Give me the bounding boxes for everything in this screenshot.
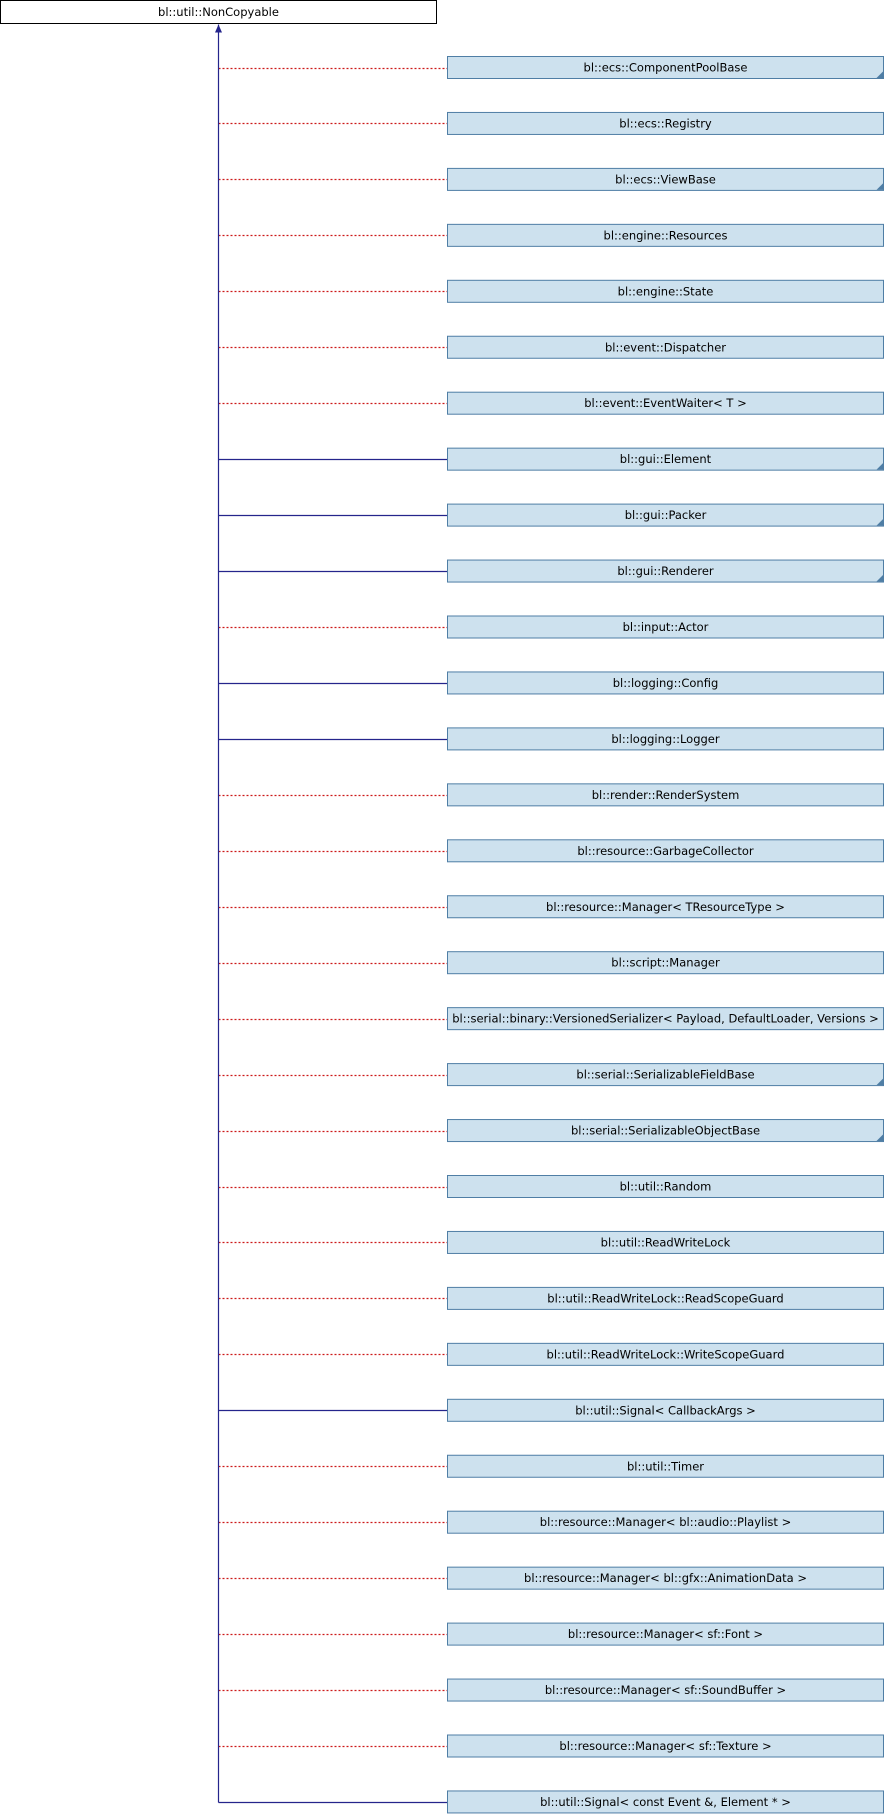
derived-class-label: bl::ecs::ComponentPoolBase [584,61,748,75]
derived-class-node[interactable]: bl::event::Dispatcher [447,335,884,359]
derived-class-label: bl::util::Signal< const Event &, Element… [540,1795,791,1809]
derived-class-label: bl::util::Timer [627,1459,704,1473]
derived-class-node[interactable]: bl::serial::binary::VersionedSerializer<… [447,1007,884,1031]
derived-class-label: bl::resource::Manager< sf::SoundBuffer > [545,1683,786,1697]
derived-class-label: bl::util::Signal< CallbackArgs > [575,1403,756,1417]
derived-class-label: bl::util::ReadWriteLock::ReadScopeGuard [547,1291,783,1305]
derived-class-node[interactable]: bl::util::Signal< const Event &, Element… [447,1790,884,1814]
derived-class-node[interactable]: bl::resource::Manager< sf::Texture > [447,1734,884,1758]
more-subclasses-marker [876,71,883,78]
derived-class-node[interactable]: bl::serial::SerializableFieldBase [447,1063,884,1087]
derived-class-node[interactable]: bl::engine::State [447,279,884,303]
derived-class-label: bl::script::Manager [611,956,720,970]
derived-class-label: bl::gui::Packer [625,508,707,522]
derived-class-label: bl::render::RenderSystem [592,788,740,802]
derived-class-node[interactable]: bl::util::ReadWriteLock [447,1230,884,1254]
derived-class-node[interactable]: bl::resource::GarbageCollector [447,839,884,863]
derived-class-label: bl::serial::SerializableFieldBase [576,1068,754,1082]
derived-class-label: bl::serial::SerializableObjectBase [571,1124,760,1138]
derived-class-node[interactable]: bl::ecs::Registry [447,111,884,135]
derived-class-label: bl::event::Dispatcher [605,340,726,354]
derived-class-label: bl::resource::Manager< bl::gfx::Animatio… [524,1571,807,1585]
derived-class-label: bl::engine::Resources [604,228,728,242]
derived-class-node[interactable]: bl::logging::Logger [447,727,884,751]
derived-class-node[interactable]: bl::util::ReadWriteLock::ReadScopeGuard [447,1286,884,1310]
derived-class-label: bl::ecs::ViewBase [615,172,716,186]
derived-class-node[interactable]: bl::resource::Manager< bl::gfx::Animatio… [447,1566,884,1590]
derived-class-node[interactable]: bl::event::EventWaiter< T > [447,391,884,415]
derived-class-node[interactable]: bl::resource::Manager< bl::audio::Playli… [447,1510,884,1534]
more-subclasses-marker [876,463,883,470]
derived-class-label: bl::resource::Manager< sf::Font > [568,1627,763,1641]
derived-class-label: bl::gui::Element [620,452,712,466]
derived-class-node[interactable]: bl::util::ReadWriteLock::WriteScopeGuard [447,1342,884,1366]
derived-class-label: bl::util::ReadWriteLock::WriteScopeGuard [547,1347,785,1361]
derived-class-label: bl::logging::Config [613,676,719,690]
derived-class-node[interactable]: bl::render::RenderSystem [447,783,884,807]
base-class-label: bl::util::NonCopyable [158,5,279,19]
derived-nodes-layer: bl::ecs::ComponentPoolBasebl::ecs::Regis… [447,56,884,1814]
derived-class-node[interactable]: bl::resource::Manager< sf::Font > [447,1622,884,1646]
derived-class-label: bl::serial::binary::VersionedSerializer<… [452,1012,878,1026]
more-subclasses-marker [876,519,883,526]
derived-class-label: bl::resource::GarbageCollector [577,844,754,858]
edges-layer [218,67,448,1804]
derived-class-node[interactable]: bl::logging::Config [447,671,884,695]
more-subclasses-marker [876,1078,883,1086]
derived-class-label: bl::ecs::Registry [619,116,712,130]
derived-class-node[interactable]: bl::gui::Element [447,447,884,471]
derived-class-node[interactable]: bl::util::Signal< CallbackArgs > [447,1398,884,1422]
derived-class-label: bl::input::Actor [623,620,709,634]
derived-class-node[interactable]: bl::gui::Renderer [447,559,884,583]
derived-class-node[interactable]: bl::serial::SerializableObjectBase [447,1119,884,1143]
more-subclasses-marker [876,183,883,190]
base-class-node[interactable]: bl::util::NonCopyable [0,0,437,24]
derived-class-node[interactable]: bl::util::Timer [447,1454,884,1478]
derived-class-label: bl::engine::State [618,284,714,298]
more-subclasses-marker [876,575,883,582]
derived-class-node[interactable]: bl::engine::Resources [447,223,884,247]
derived-class-node[interactable]: bl::resource::Manager< TResourceType > [447,895,884,919]
derived-class-node[interactable]: bl::gui::Packer [447,503,884,527]
derived-class-label: bl::util::Random [620,1180,712,1194]
derived-class-node[interactable]: bl::util::Random [447,1175,884,1198]
derived-class-label: bl::resource::Manager< sf::Texture > [559,1739,771,1753]
derived-class-label: bl::gui::Renderer [617,564,714,578]
more-subclasses-marker [876,1134,883,1142]
derived-class-label: bl::event::EventWaiter< T > [584,396,747,410]
trunk-layer [215,24,222,1803]
inheritance-arrowhead [215,24,222,33]
derived-class-node[interactable]: bl::input::Actor [447,615,884,639]
derived-class-label: bl::resource::Manager< bl::audio::Playli… [540,1515,791,1529]
derived-class-node[interactable]: bl::ecs::ViewBase [447,167,884,191]
derived-class-label: bl::util::ReadWriteLock [601,1235,731,1249]
derived-class-node[interactable]: bl::ecs::ComponentPoolBase [447,56,884,79]
base-class-box [0,0,437,24]
derived-class-label: bl::logging::Logger [611,732,720,746]
derived-class-label: bl::resource::Manager< TResourceType > [546,900,785,914]
derived-class-node[interactable]: bl::resource::Manager< sf::SoundBuffer > [447,1678,884,1702]
derived-class-node[interactable]: bl::script::Manager [447,951,884,975]
